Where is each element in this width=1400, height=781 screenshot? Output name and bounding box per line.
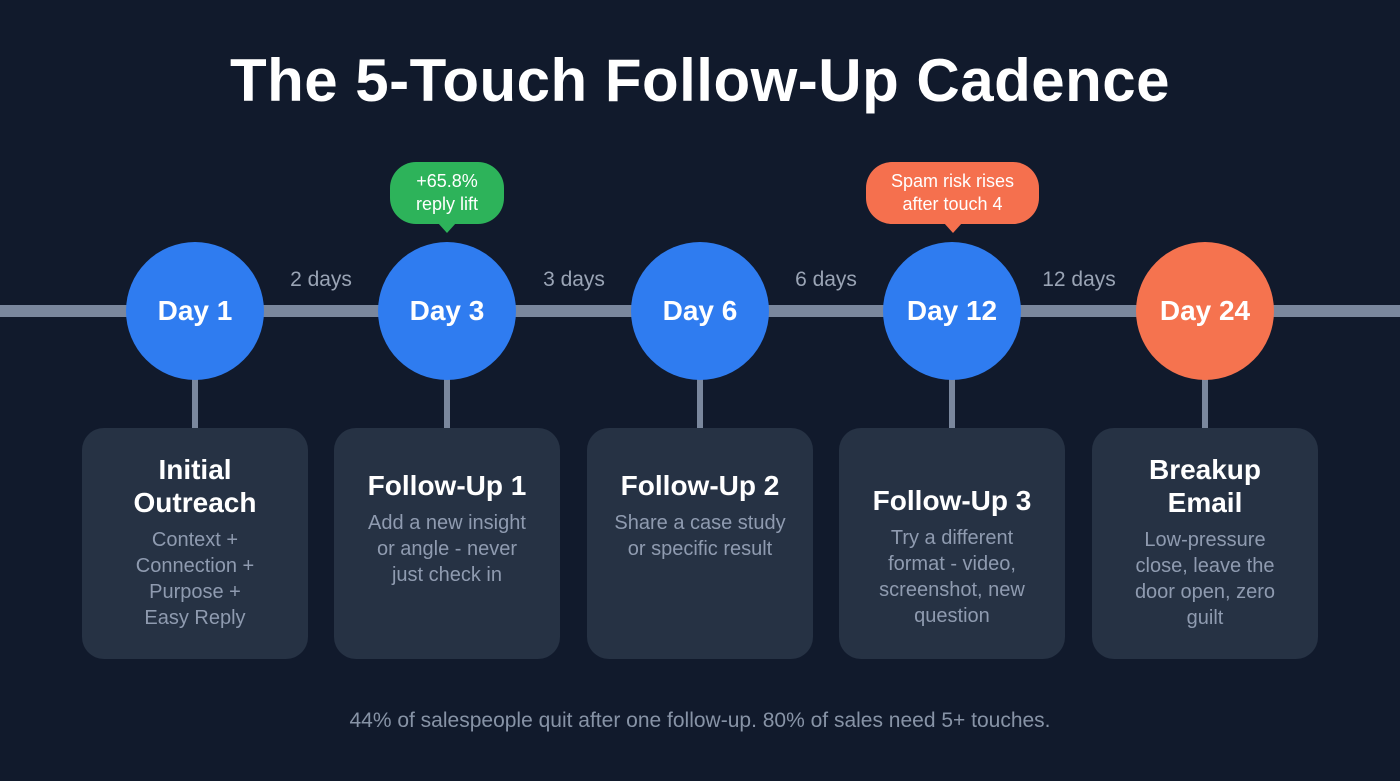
connector-line <box>697 378 703 430</box>
reply-lift-badge: +65.8% reply lift <box>390 162 504 233</box>
badge-line: Spam risk rises <box>890 171 1015 191</box>
card-desc-line: Add a new insight <box>368 512 526 534</box>
card-desc-line: guilt <box>1186 606 1224 629</box>
card-description: Try a different format - video, screensh… <box>879 525 1025 629</box>
timeline-node-day-24: Day 24 <box>1136 242 1274 380</box>
card-title-line: Outreach <box>133 486 257 518</box>
step-card-follow-up-2: Follow-Up 2 Share a case study or specif… <box>587 428 813 659</box>
step-card-breakup-email: Breakup Email Low-pressure close, leave … <box>1092 428 1318 659</box>
card-desc-line: Purpose + <box>149 580 241 603</box>
card-description: Share a case study or specific result <box>614 510 785 562</box>
card-desc-line: format - video, <box>888 553 1016 575</box>
card-title-line: Breakup <box>1148 453 1262 485</box>
page-title: The 5-Touch Follow-Up Cadence <box>229 47 1171 114</box>
card-desc-line: or specific result <box>627 538 773 560</box>
card-title-line: Follow-Up 3 <box>872 485 1032 516</box>
badge-line: reply lift <box>415 194 478 214</box>
card-desc-line: just check in <box>391 564 503 586</box>
card-desc-line: Connection + <box>135 554 255 577</box>
card-desc-line: Low-pressure <box>1144 528 1266 551</box>
connector-line <box>1202 378 1208 430</box>
card-title: Follow-Up 2 <box>621 469 780 502</box>
card-desc-line: close, leave the <box>1135 554 1275 577</box>
card-desc-line: Easy Reply <box>144 606 246 629</box>
timeline-node-day-12: Day 12 <box>883 242 1021 380</box>
gap-label: 6 days <box>795 268 857 291</box>
card-description: Add a new insight or angle - never just … <box>368 510 526 588</box>
step-card-follow-up-3: Follow-Up 3 Try a different format - vid… <box>839 428 1065 659</box>
card-title: Follow-Up 1 <box>368 469 527 502</box>
gap-label: 12 days <box>1042 268 1116 291</box>
card-title-line: Follow-Up 2 <box>620 470 780 501</box>
card-desc-line: or angle - never <box>376 538 518 560</box>
card-desc-line: screenshot, new <box>879 579 1025 601</box>
connector-line <box>444 378 450 430</box>
card-title: Initial Outreach <box>134 453 257 519</box>
badge-line: after touch 4 <box>902 194 1003 214</box>
timeline-node-day-3: Day 3 <box>378 242 516 380</box>
card-desc-line: question <box>914 605 990 627</box>
card-title: Follow-Up 3 <box>873 484 1032 517</box>
card-description: Context + Connection + Purpose + Easy Re… <box>136 527 254 631</box>
gap-label: 3 days <box>543 268 605 291</box>
gap-label: 2 days <box>290 268 352 291</box>
card-title-line: Follow-Up 1 <box>367 470 527 501</box>
step-card-initial-outreach: Initial Outreach Context + Connection + … <box>82 428 308 659</box>
timeline-node-day-6: Day 6 <box>631 242 769 380</box>
card-description: Low-pressure close, leave the door open,… <box>1135 527 1275 631</box>
connector-line <box>949 378 955 430</box>
card-title: Breakup Email <box>1149 453 1261 519</box>
footer-stat-note: 44% of salespeople quit after one follow… <box>349 709 1051 732</box>
card-desc-line: Try a different <box>890 527 1014 549</box>
card-desc-line: Share a case study <box>614 512 786 534</box>
connector-line <box>192 378 198 430</box>
timeline-node-day-1: Day 1 <box>126 242 264 380</box>
spam-risk-badge: Spam risk rises after touch 4 <box>866 162 1039 233</box>
card-title-line: Initial <box>158 453 232 485</box>
card-desc-line: door open, zero <box>1134 580 1276 603</box>
card-desc-line: Context + <box>151 528 239 551</box>
card-title-line: Email <box>1167 486 1243 518</box>
badge-line: +65.8% <box>416 171 478 191</box>
step-card-follow-up-1: Follow-Up 1 Add a new insight or angle -… <box>334 428 560 659</box>
